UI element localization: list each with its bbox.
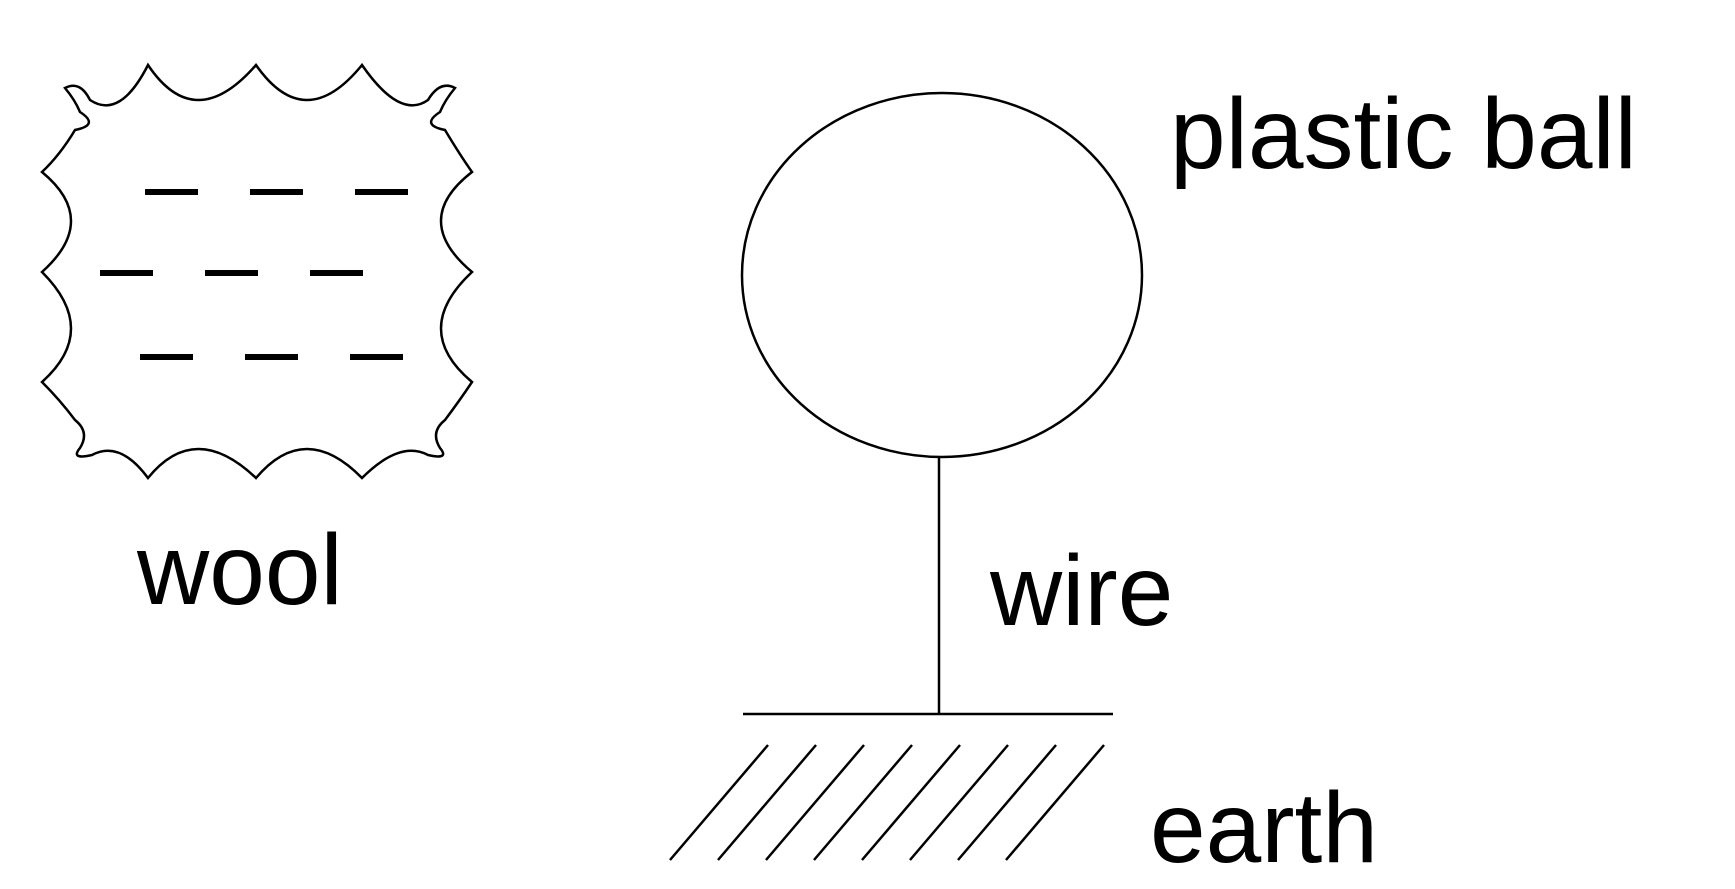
hatch-line — [813, 744, 913, 861]
plastic-ball-label: plastic ball — [1170, 78, 1637, 190]
hatch-line — [669, 744, 769, 861]
wire-label: wire — [989, 535, 1173, 647]
wool-outline — [40, 62, 474, 481]
earth-symbol — [669, 712, 1113, 861]
wool-label: wool — [136, 514, 343, 626]
hatch-line — [717, 744, 817, 861]
earth-label: earth — [1150, 772, 1378, 884]
hatch-line — [861, 744, 961, 861]
hatch-line — [1005, 744, 1105, 861]
hatch-line — [765, 744, 865, 861]
hatch-line — [957, 744, 1057, 861]
hatch-line — [909, 744, 1009, 861]
wool-piece — [40, 62, 474, 481]
plastic-ball — [740, 91, 1144, 459]
